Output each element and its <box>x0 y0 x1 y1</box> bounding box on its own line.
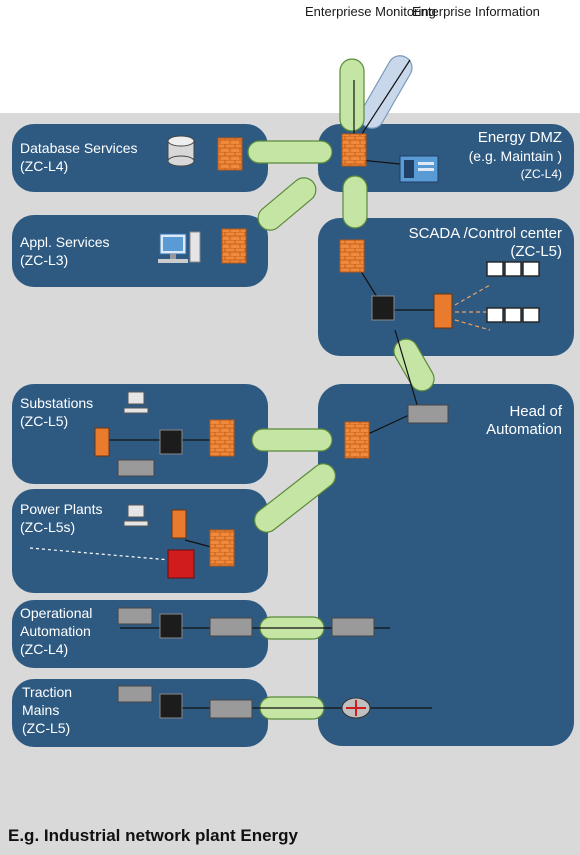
conduit-substations <box>251 428 333 452</box>
zone-power-plants <box>12 489 268 593</box>
switch-icon <box>159 613 183 639</box>
label-energy-dmz: Energy DMZ (e.g. Maintain ) (ZC-L4) <box>468 129 562 181</box>
zone-substations <box>12 384 268 484</box>
switch-icons <box>159 295 395 719</box>
line-scada-head <box>394 329 419 409</box>
rack-icon <box>117 459 155 477</box>
firewall-icons <box>209 133 370 567</box>
conduit-appl <box>257 177 317 231</box>
computer-icon <box>158 231 201 263</box>
firewall-icon <box>339 239 365 273</box>
workstation-icons <box>123 391 149 527</box>
pc-icon <box>94 427 110 457</box>
zone-head-of-automation <box>318 384 574 746</box>
zone-database-services <box>12 124 268 192</box>
label-head-of-automation: Head of Automation <box>486 403 562 438</box>
firewall-icon <box>209 419 235 457</box>
rack-icon <box>331 617 375 637</box>
label-enterprise-information: Enterprise Information <box>412 4 540 19</box>
firewall-icon <box>221 228 247 264</box>
monitor-icons <box>486 261 540 323</box>
server-icon <box>399 155 439 183</box>
line-information <box>357 59 411 141</box>
firewall-icon <box>209 529 235 567</box>
figure-caption: E.g. Industrial network plant Energy <box>8 826 298 845</box>
label-operational-automation: Operational Automation (ZC-L4) <box>20 605 93 657</box>
zone-energy-dmz <box>318 124 574 192</box>
plc-icons <box>94 293 453 539</box>
rack-icon <box>117 685 153 703</box>
conduit-scada-head <box>393 338 435 392</box>
label-power-plants: Power Plants (ZC-L5s) <box>20 501 103 535</box>
rack-icon <box>209 617 253 637</box>
zone-appl-services <box>12 215 268 287</box>
conduit-database <box>247 140 333 164</box>
firewall-icon <box>217 137 243 171</box>
firewall-icon <box>341 133 367 167</box>
pc-icon <box>433 293 453 329</box>
label-appl-services: Appl. Services (ZC-L3) <box>20 234 110 268</box>
conduit-power-plants <box>254 463 336 533</box>
rack-icon <box>407 404 449 424</box>
conduit-monitoring <box>339 58 365 132</box>
rack-icon <box>209 699 253 719</box>
database-icon <box>167 135 195 167</box>
switch-icon <box>159 429 183 455</box>
label-substations: Substations (ZC-L5) <box>20 395 94 429</box>
firewall-icon <box>344 421 370 459</box>
label-scada: SCADA /Control center (ZC-L5) <box>408 225 562 260</box>
rack-icons <box>117 404 449 719</box>
pc-icon <box>171 509 187 539</box>
label-database-services: Database Services (ZC-L4) <box>20 140 138 174</box>
zone-operational-automation <box>12 600 268 668</box>
zone-traction-mains <box>12 679 268 747</box>
label-traction-mains: Traction Mains (ZC-L5) <box>22 684 73 736</box>
switch-icon <box>371 295 395 321</box>
conduit-dmz-scada <box>342 175 368 229</box>
label-enterprise-monitoring: Enterpriese Monitoring <box>305 4 436 19</box>
protection-device-icon <box>167 549 195 579</box>
rack-icon <box>117 607 153 625</box>
switch-icon <box>159 693 183 719</box>
router-icon <box>341 697 371 719</box>
